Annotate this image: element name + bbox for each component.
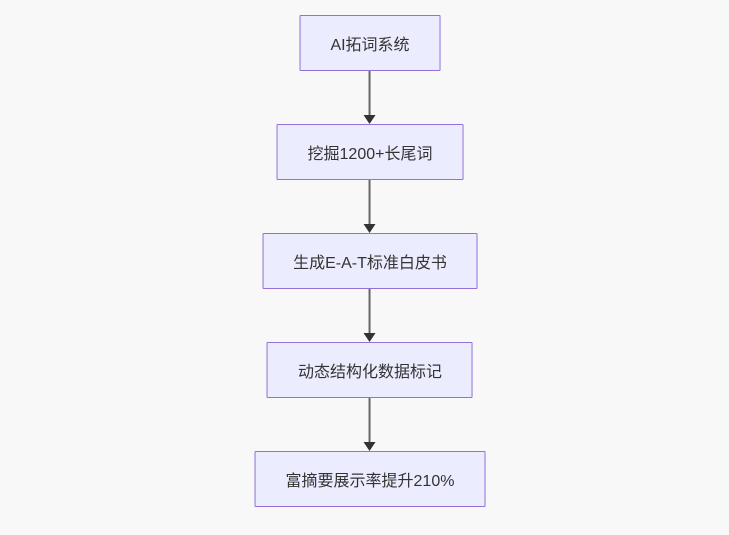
arrow-line xyxy=(369,180,371,225)
flow-node-rich-snippet-result[interactable]: 富摘要展示率提升210% xyxy=(254,451,486,507)
flow-node-ai-word-system[interactable]: AI拓词系统 xyxy=(299,15,441,71)
arrow-down-icon xyxy=(364,289,376,342)
flow-node-structured-data[interactable]: 动态结构化数据标记 xyxy=(266,342,473,398)
flowchart-column: AI拓词系统 挖掘1200+长尾词 生成E-A-T标准白皮书 动态结构化数据标记 xyxy=(254,15,486,507)
flow-node-eat-whitepaper[interactable]: 生成E-A-T标准白皮书 xyxy=(262,233,478,289)
arrow-line xyxy=(369,71,371,116)
flow-node-label: 挖掘1200+长尾词 xyxy=(307,146,433,163)
flow-node-label: 动态结构化数据标记 xyxy=(297,364,442,381)
arrow-head-icon xyxy=(364,115,376,124)
flow-node-label: AI拓词系统 xyxy=(330,37,410,54)
arrow-down-icon xyxy=(364,71,376,124)
arrow-line xyxy=(369,398,371,443)
arrow-head-icon xyxy=(364,333,376,342)
arrow-down-icon xyxy=(364,180,376,233)
arrow-line xyxy=(369,289,371,334)
arrow-down-icon xyxy=(364,398,376,451)
flow-node-label: 生成E-A-T标准白皮书 xyxy=(293,255,447,272)
flow-node-label: 富摘要展示率提升210% xyxy=(285,473,455,490)
arrow-head-icon xyxy=(364,224,376,233)
flow-node-longtail-mining[interactable]: 挖掘1200+长尾词 xyxy=(276,124,464,180)
arrow-head-icon xyxy=(364,442,376,451)
